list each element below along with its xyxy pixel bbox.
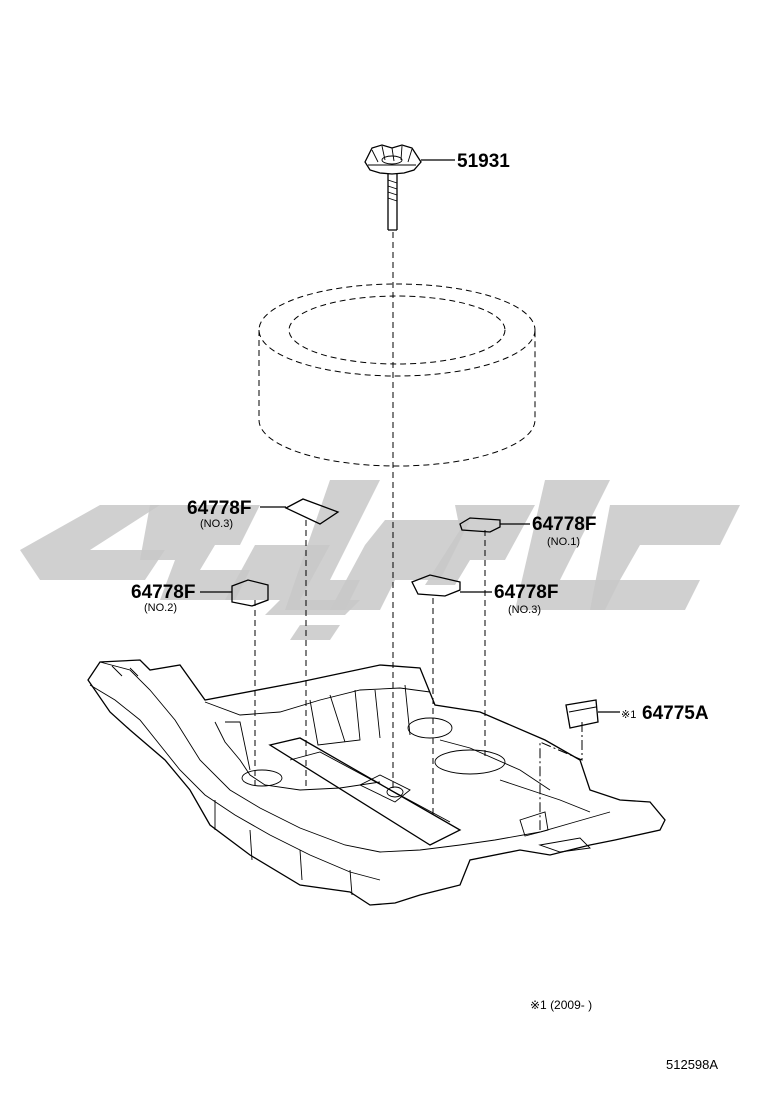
floor-pan-icon bbox=[87, 659, 666, 906]
callout-64778f-no2-sub: (NO.2) bbox=[144, 602, 177, 614]
spare-tire-icon bbox=[258, 283, 536, 467]
callout-64778f-no3-right-sub: (NO.3) bbox=[508, 604, 541, 616]
watermark-logo bbox=[20, 480, 740, 640]
callout-64778f-no3-left: 64778F bbox=[187, 498, 251, 519]
callout-51931: 51931 bbox=[457, 151, 510, 172]
callout-64775a-prefix: ※1 bbox=[621, 709, 636, 721]
figure-reference-number: 512598A bbox=[666, 1057, 718, 1072]
callout-64778f-no1: 64778F bbox=[532, 514, 596, 535]
mat-piece-icon bbox=[231, 498, 599, 729]
callout-64778f-no3-left-sub: (NO.3) bbox=[200, 518, 233, 530]
callout-64778f-no1-sub: (NO.1) bbox=[547, 536, 580, 548]
drop-line-64775a bbox=[539, 722, 583, 830]
callout-64778f-no3-right: 64778F bbox=[494, 582, 558, 603]
footnote-applicability: ※1 (2009- ) bbox=[530, 998, 592, 1012]
callout-64775a: 64775A bbox=[642, 703, 709, 724]
callout-64778f-no2: 64778F bbox=[131, 582, 195, 603]
spare-tire-clamp-icon bbox=[364, 144, 422, 231]
